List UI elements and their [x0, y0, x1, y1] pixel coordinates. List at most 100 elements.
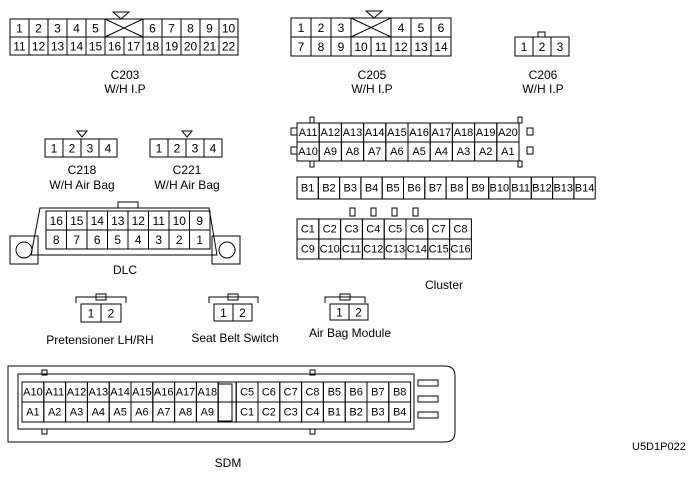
dlc-pin-label: 14 — [91, 214, 105, 228]
cluster-b-pin-label: B13 — [553, 183, 573, 195]
c218-pin-label: 3 — [87, 142, 94, 156]
sdm-name: SDM — [214, 456, 242, 470]
c203-cell — [218, 36, 239, 56]
c205-location: W/H I.P — [351, 82, 393, 96]
cluster-c-lock-tab — [370, 207, 377, 217]
cluster-c-pin-label: C13 — [385, 244, 405, 256]
c203-pin-label: 13 — [51, 40, 65, 54]
c203-pin-label: 20 — [184, 40, 198, 54]
c218-pin-label: 2 — [69, 142, 76, 156]
c205-pin-label: 14 — [434, 40, 448, 54]
cluster-a-pin-label: A10 — [298, 146, 318, 158]
sdm-pin-label: C5 — [240, 387, 254, 399]
c218-name: C218 — [67, 163, 97, 177]
cluster-b-pin-label: B11 — [511, 183, 530, 195]
dlc-cell — [189, 229, 211, 250]
c203-pin-label: 8 — [187, 22, 194, 36]
dlc-pin-label: 3 — [155, 233, 162, 247]
cluster-a-guide — [309, 160, 315, 168]
cluster-b-pin-label: B7 — [429, 183, 442, 195]
dlc-pin-label: 1 — [196, 233, 203, 247]
cluster-c-pin-label: C1 — [301, 224, 315, 236]
sdm-pin-label: C8 — [305, 387, 319, 399]
pretensioner-cell — [100, 303, 122, 323]
cluster-a-pin-label: A12 — [321, 127, 341, 139]
sdm-pin-label: B1 — [328, 407, 341, 419]
c203-pin-label: 17 — [127, 40, 141, 54]
cluster-a-pin-label: A14 — [365, 127, 385, 139]
cluster-a-side-tab — [526, 127, 534, 136]
c206-pin-label: 2 — [539, 40, 546, 54]
cluster-b-pin-label: B12 — [532, 183, 552, 195]
seat-belt-switch-pin-label: 2 — [239, 306, 246, 320]
c206-pin-label: 3 — [557, 40, 564, 54]
pretensioner-lock-tab — [95, 293, 107, 301]
cluster-b-pin-label: B10 — [490, 183, 510, 195]
c203-pin-label: 2 — [35, 22, 42, 36]
seat-belt-switch-cell — [232, 303, 253, 322]
c203-pin-label: 14 — [70, 40, 84, 54]
dlc-pin-label: 12 — [132, 214, 146, 228]
cluster-a-pin-label: A18 — [454, 127, 474, 139]
sdm-pin-label: B4 — [393, 407, 406, 419]
c218-cell — [98, 138, 118, 158]
dlc-right-ear — [211, 235, 241, 265]
cluster-c-pin-label: C10 — [320, 244, 340, 256]
sdm-pin-label: A16 — [154, 387, 174, 399]
c203-pin-label: 18 — [146, 40, 160, 54]
c203-pin-label: 4 — [73, 22, 80, 36]
cluster-a-pin-label: A6 — [390, 146, 403, 158]
sdm-pin-label: A3 — [70, 407, 83, 419]
cluster-a-pin-label: A13 — [343, 127, 363, 139]
c206-name: C206 — [528, 68, 558, 82]
c205-blank-mark — [350, 17, 392, 38]
cluster-a-pin-label: A17 — [432, 127, 452, 139]
c205-pin-label: 13 — [414, 40, 428, 54]
c205-pin-label: 11 — [375, 40, 388, 54]
dlc-pin-label: 9 — [196, 214, 203, 228]
pretensioner-bracket — [75, 296, 127, 303]
sdm-guide — [309, 428, 316, 435]
cluster-c-lock-tab — [412, 207, 419, 217]
c205-pin-label: 4 — [398, 21, 405, 35]
sdm-cell — [388, 401, 412, 423]
c205-pin-label: 3 — [338, 21, 345, 35]
cluster-c-lock-tab — [391, 207, 398, 217]
cluster-a-cell — [496, 141, 520, 162]
seat-belt-switch-bracket — [208, 296, 259, 303]
sdm-pin-label: B2 — [349, 407, 362, 419]
sdm-pin-label: B7 — [371, 387, 384, 399]
c221-key-triangle — [180, 130, 194, 138]
c218-key-triangle — [75, 130, 89, 138]
pretensioner-name: Pretensioner LH/RH — [46, 333, 154, 347]
cluster-c-pin-label: C9 — [301, 244, 315, 256]
sdm-pin-label: A18 — [198, 387, 218, 399]
c221-pin-label: 3 — [192, 142, 199, 156]
c203-name: C203 — [110, 68, 140, 82]
c205-cell — [430, 36, 452, 57]
sdm-pin-label: A13 — [89, 387, 109, 399]
c205-pin-label: 5 — [418, 21, 425, 35]
sdm-pin-label: A5 — [113, 407, 126, 419]
dlc-pin-label: 13 — [111, 214, 125, 228]
cluster-a-pin-label: A16 — [409, 127, 429, 139]
c203-pin-label: 9 — [206, 22, 213, 36]
cluster-a-pin-label: A5 — [412, 146, 425, 158]
c205-pin-label: 12 — [394, 40, 408, 54]
dlc-pin-label: 15 — [70, 214, 84, 228]
sdm-inner-frame — [17, 373, 415, 430]
c203-pin-label: 15 — [89, 40, 103, 54]
c205-pin-label: 2 — [318, 21, 325, 35]
dlc-housing — [30, 207, 218, 256]
cluster-a-pin-label: A9 — [324, 146, 337, 158]
cluster-c-pin-label: C11 — [342, 244, 361, 256]
cluster-name: Cluster — [424, 278, 463, 292]
sdm-pin-label: C6 — [262, 387, 276, 399]
c218-location: W/H Air Bag — [49, 178, 115, 192]
seat-belt-switch-pin-label: 1 — [220, 306, 227, 320]
dlc-left-ear — [9, 235, 39, 265]
cluster-a-pin-label: A3 — [457, 146, 470, 158]
cluster-b-cell — [573, 176, 596, 200]
sdm-pin-label: A1 — [26, 407, 39, 419]
